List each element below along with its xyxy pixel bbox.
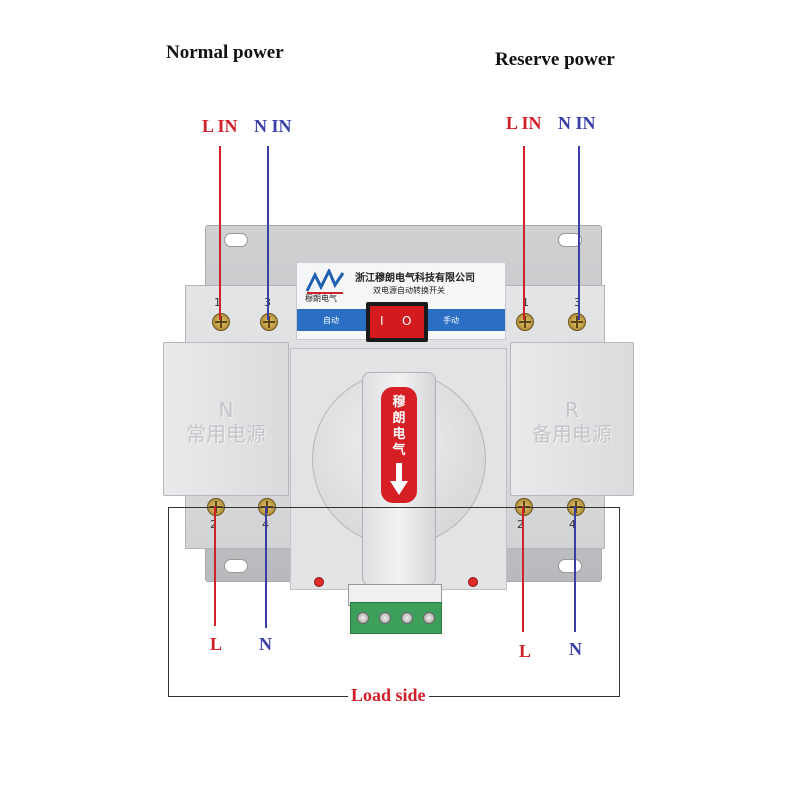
- switch-mark-on: I: [380, 314, 384, 328]
- reserve-n-output-label: N: [569, 639, 582, 659]
- module-label: 备用电源: [532, 422, 612, 446]
- mode-auto-label: 自动: [323, 316, 339, 325]
- handle-char: 电: [392, 427, 406, 442]
- signal-connector: [350, 602, 442, 634]
- normal-line-output-wire: [214, 506, 216, 626]
- reserve-l-output-label: L: [519, 641, 532, 661]
- reserve-indicator-led: [468, 577, 478, 587]
- normal-l-output-label: L: [210, 634, 223, 654]
- terminal-number: 2: [210, 518, 217, 531]
- terminal-number: 3: [574, 296, 581, 309]
- company-name: 浙江穆朗电气科技有限公司: [355, 273, 475, 284]
- reserve-l-in-label: L IN: [506, 113, 542, 133]
- reserve-n-in-label: N IN: [558, 113, 596, 133]
- load-side-label: Load side: [348, 685, 429, 706]
- terminal-number: 4: [569, 518, 576, 531]
- normal-n-output-label: N: [259, 634, 272, 654]
- terminal-screw: [260, 313, 278, 331]
- normal-indicator-led: [314, 577, 324, 587]
- reserve-line-input-wire: [523, 146, 525, 320]
- normal-line-input-wire: [219, 146, 221, 320]
- module-label: 常用电源: [186, 422, 266, 446]
- normal-neutral-output-wire: [265, 506, 267, 628]
- product-name: 双电源自动转换开关: [373, 286, 445, 295]
- connector-screw: [423, 612, 435, 624]
- handle-label: 穆 朗 电 气: [381, 387, 417, 503]
- handle-char: 穆: [392, 395, 406, 410]
- normal-power-module: N 常用电源: [163, 342, 289, 496]
- normal-power-heading: Normal power: [166, 42, 284, 63]
- label-panel: 穆朗电气 浙江穆朗电气科技有限公司 双电源自动转换开关 自动 手动: [296, 262, 506, 340]
- brand-logo-icon: [305, 269, 345, 294]
- rotary-handle[interactable]: 穆 朗 电 气: [362, 372, 436, 586]
- reserve-neutral-output-wire: [574, 506, 576, 632]
- mounting-hole: [558, 233, 582, 247]
- mounting-hole: [224, 233, 248, 247]
- load-side-box: [168, 507, 620, 697]
- arrow-down-icon: [390, 463, 408, 495]
- terminal-number: 1: [214, 296, 221, 309]
- mounting-hole: [224, 559, 248, 573]
- handle-char: 朗: [392, 411, 406, 426]
- module-letter: R: [565, 398, 579, 422]
- terminal-number: 1: [522, 296, 529, 309]
- handle-char: 气: [392, 443, 406, 458]
- reserve-neutral-input-wire: [578, 146, 580, 320]
- normal-n-in-label: N IN: [254, 116, 292, 136]
- mode-manual-label: 手动: [443, 316, 459, 325]
- module-letter: N: [218, 398, 234, 422]
- connector-screw: [357, 612, 369, 624]
- normal-neutral-input-wire: [267, 146, 269, 320]
- terminal-screw: [212, 313, 230, 331]
- auto-manual-rocker-switch[interactable]: I O: [366, 302, 428, 342]
- connector-screw: [401, 612, 413, 624]
- reserve-line-output-wire: [522, 506, 524, 632]
- brand-name: 穆朗电气: [305, 294, 337, 303]
- terminal-screw: [568, 313, 586, 331]
- mounting-hole: [558, 559, 582, 573]
- terminal-screw: [516, 313, 534, 331]
- reserve-power-module: R 备用电源: [510, 342, 634, 496]
- terminal-number: 2: [517, 518, 524, 531]
- normal-l-in-label: L IN: [202, 116, 238, 136]
- reserve-power-heading: Reserve power: [495, 49, 615, 70]
- connector-screw: [379, 612, 391, 624]
- switch-mark-off: O: [402, 314, 412, 328]
